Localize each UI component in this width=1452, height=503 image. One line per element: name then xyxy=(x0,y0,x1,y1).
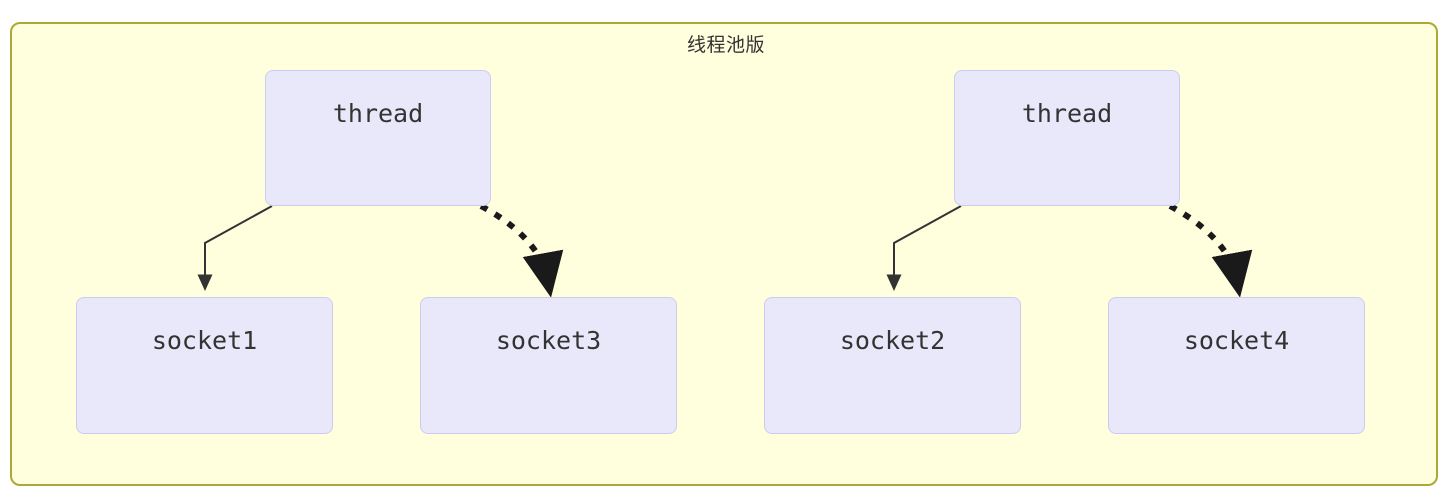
node-socket3-label: socket3 xyxy=(495,326,602,355)
node-socket1[interactable]: socket1 xyxy=(76,297,333,434)
node-socket2[interactable]: socket2 xyxy=(764,297,1021,434)
node-socket2-label: socket2 xyxy=(839,326,946,355)
node-socket1-label: socket1 xyxy=(151,326,258,355)
node-socket4[interactable]: socket4 xyxy=(1108,297,1365,434)
node-socket3[interactable]: socket3 xyxy=(420,297,677,434)
node-thread1-label: thread xyxy=(332,99,424,128)
node-thread2[interactable]: thread xyxy=(954,70,1180,206)
node-thread1[interactable]: thread xyxy=(265,70,491,206)
node-thread2-label: thread xyxy=(1021,99,1113,128)
diagram-title: 线程池版 xyxy=(686,34,765,56)
node-socket4-label: socket4 xyxy=(1183,326,1290,355)
